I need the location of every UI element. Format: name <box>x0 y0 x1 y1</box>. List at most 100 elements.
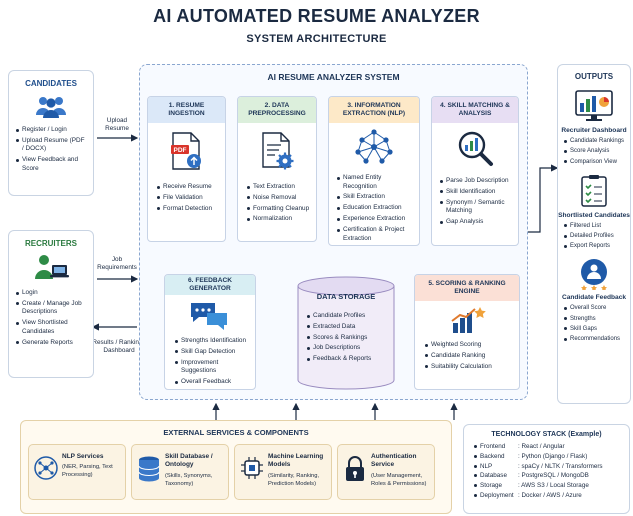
tech-value: : spaCy / NLTK / Transformers <box>518 462 603 470</box>
candidates-item: Upload Resume (PDF / DOCX) <box>15 137 87 154</box>
output-group-items: Candidate Rankings Score Analysis Compar… <box>563 137 628 166</box>
step-items: Named Entity Recognition Skill Extractio… <box>336 174 416 243</box>
step-item: Noise Removal <box>246 194 313 203</box>
page-subtitle: SYSTEM ARCHITECTURE <box>246 33 387 45</box>
step-item: Weighted Scoring <box>424 341 516 350</box>
service-authentication: Authentication Service (User Management,… <box>337 444 435 500</box>
tech-key: Frontend <box>472 442 518 452</box>
step-item: Strengths Identification <box>174 337 252 346</box>
step-item: Improvement Suggestions <box>174 359 252 376</box>
page-title: AI AUTOMATED RESUME ANALYZER <box>153 6 480 26</box>
step-feedback-generator: 6. FEEDBACK GENERATOR Strengths Identifi… <box>164 274 256 390</box>
step-item: Format Detection <box>156 205 221 214</box>
outputs-panel: OUTPUTS Recruiter Dashboard Candidate Ra… <box>557 64 631 404</box>
nlp-brain-icon <box>34 456 58 480</box>
checklist-icon <box>581 174 607 207</box>
step-items: Text Extraction Noise Removal Formatting… <box>246 183 313 224</box>
step-data-preprocessing: 2. DATA PREPROCESSING Text Extraction No… <box>237 96 317 242</box>
output-group-title: Shortlisted Candidates <box>558 211 630 219</box>
step-title: 5. SCORING & RANKING ENGINE <box>415 275 519 301</box>
service-skill-database: Skill Database / Ontology (Skills, Synon… <box>131 444 229 500</box>
tech-row: Backend: Python (Django / Flask) <box>472 452 625 462</box>
step-item: Parse Job Description <box>439 177 515 186</box>
service-subtitle: (Similarity, Ranking, Prediction Models) <box>268 472 320 487</box>
data-storage-title: DATA STORAGE <box>316 292 376 301</box>
step-items: Receive Resume File Validation Format De… <box>156 183 221 213</box>
step-item: Skill Gap Detection <box>174 348 252 357</box>
lock-icon <box>346 456 364 481</box>
external-services-title: EXTERNAL SERVICES & COMPONENTS <box>163 428 309 437</box>
output-item: Candidate Rankings <box>563 137 628 145</box>
tech-key: Storage <box>472 481 518 491</box>
step-item: Formatting Cleanup <box>246 205 313 214</box>
svg-text:PDF: PDF <box>173 147 186 154</box>
output-item: Recommendations <box>563 335 628 343</box>
candidates-item: Register / Login <box>15 126 87 135</box>
output-group-title: Candidate Feedback <box>561 294 627 302</box>
tech-value: : Docker / AWS / Azure <box>518 491 582 499</box>
pdf-upload-icon: PDF <box>170 132 201 170</box>
data-storage-items: Candidate Profiles Extracted Data Scores… <box>306 312 394 366</box>
candidates-list: Register / Login Upload Resume (PDF / DO… <box>15 126 87 174</box>
service-subtitle: (User Management, Roles & Permissions) <box>371 472 427 487</box>
candidates-panel: CANDIDATES Register / Login Upload Resum… <box>8 70 94 196</box>
step-item: Skill Identification <box>439 188 515 197</box>
service-ml-models: Machine Learning Models (Similarity, Ran… <box>234 444 332 500</box>
output-item: Strengths <box>563 315 628 323</box>
step-title: 2. DATA PREPROCESSING <box>238 97 316 123</box>
step-item: Skill Extraction <box>336 193 416 202</box>
service-nlp: NLP Services (NER, Parsing, Text Process… <box>28 444 126 500</box>
output-item: Filtered List <box>563 222 628 230</box>
system-title: AI RESUME ANALYZER SYSTEM <box>267 72 400 82</box>
candidates-item: View Feedback and Score <box>15 156 87 173</box>
storage-item: Candidate Profiles <box>306 312 394 321</box>
step-item: File Validation <box>156 194 221 203</box>
recruiters-panel: RECRUITERS Login Create / Manage Job Des… <box>8 230 94 378</box>
service-title: Skill Database / Ontology <box>165 453 213 469</box>
tech-key: Deployment <box>472 491 518 501</box>
service-subtitle: (NER, Parsing, Text Processing) <box>62 464 113 479</box>
output-group-items: Overall Score Strengths Skill Gaps Recom… <box>563 304 628 343</box>
service-subtitle: (Skills, Synonyms, Taxonomy) <box>165 472 213 487</box>
output-item: Export Reports <box>563 242 628 250</box>
recruiters-list: Login Create / Manage Job Descriptions V… <box>15 289 87 347</box>
output-item: Comparison View <box>563 158 628 166</box>
dashboard-icon <box>575 90 613 121</box>
tech-stack-title: TECHNOLOGY STACK (Example) <box>491 431 602 438</box>
tech-row: Deployment: Docker / AWS / Azure <box>472 491 625 501</box>
tech-stack-rows: Frontend: React / Angular Backend: Pytho… <box>472 442 625 501</box>
recruiters-item: View Shortlisted Candidates <box>15 319 87 336</box>
candidates-title: CANDIDATES <box>25 79 77 88</box>
data-storage: DATA STORAGE Candidate Profiles Extracte… <box>296 276 396 390</box>
recruiters-item: Login <box>15 289 87 298</box>
rating-badge-icon <box>581 259 607 291</box>
service-title: Authentication Service <box>371 453 417 469</box>
storage-item: Feedback & Reports <box>306 355 394 364</box>
step-items: Parse Job Description Skill Identificati… <box>439 177 515 227</box>
step-title: 4. SKILL MATCHING & ANALYSIS <box>432 97 518 123</box>
service-title: NLP Services <box>62 453 104 460</box>
step-item: Suitability Calculation <box>424 363 516 372</box>
step-title: 1. RESUME INGESTION <box>148 97 225 123</box>
chip-icon <box>241 457 263 479</box>
tech-row: Database: PostgreSQL / MongoDB <box>472 471 625 481</box>
step-information-extraction: 3. INFORMATION EXTRACTION (NLP) Named En… <box>328 96 420 246</box>
tech-row: NLP: spaCy / NLTK / Transformers <box>472 462 625 472</box>
storage-item: Extracted Data <box>306 323 394 332</box>
step-item: Named Entity Recognition <box>336 174 416 191</box>
document-gear-icon <box>262 132 294 170</box>
step-item: Candidate Ranking <box>424 352 516 361</box>
step-item: Synonym / Semantic Matching <box>439 199 515 216</box>
step-scoring-ranking: 5. SCORING & RANKING ENGINE Weighted Sco… <box>414 274 520 390</box>
recruiters-item: Generate Reports <box>15 339 87 348</box>
database-icon <box>138 456 160 482</box>
output-item: Skill Gaps <box>563 325 628 333</box>
storage-item: Scores & Rankings <box>306 334 394 343</box>
step-title: 6. FEEDBACK GENERATOR <box>165 275 255 295</box>
tech-key: Database <box>472 471 518 481</box>
tech-key: Backend <box>472 452 518 462</box>
step-item: Certification & Project Extraction <box>336 226 416 243</box>
step-item: Normalization <box>246 215 313 224</box>
outputs-title: OUTPUTS <box>574 72 614 81</box>
results-rankings-label: Results / Rankings Dashboard <box>92 339 146 355</box>
